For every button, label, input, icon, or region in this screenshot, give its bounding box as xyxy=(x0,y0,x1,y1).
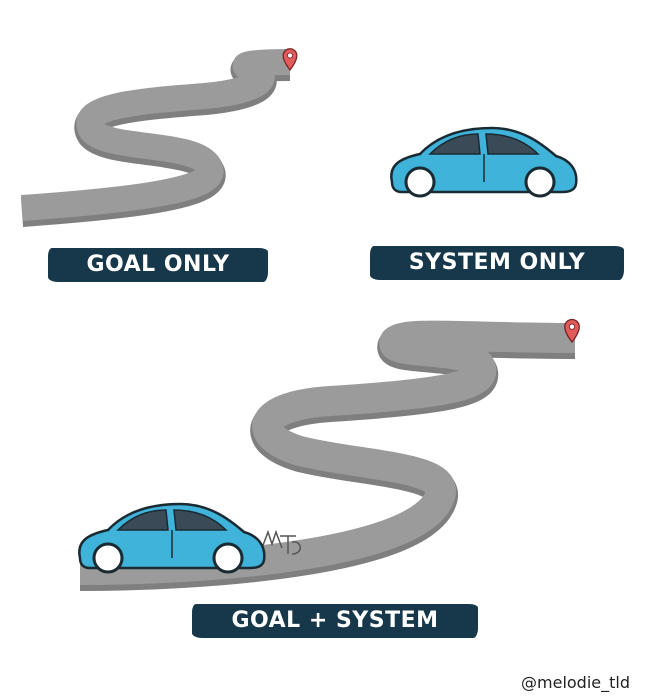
car-icon xyxy=(78,502,266,574)
signature-icon xyxy=(261,529,301,555)
goal-system-road xyxy=(79,318,580,591)
goal-only-label: GOAL ONLY xyxy=(48,248,268,282)
car-icon xyxy=(390,126,578,198)
system-only-label: SYSTEM ONLY xyxy=(370,246,624,280)
author-credit: @melodie_tld xyxy=(521,673,630,692)
goal-only-road xyxy=(20,48,298,227)
goal-system-label: GOAL + SYSTEM xyxy=(192,604,478,638)
